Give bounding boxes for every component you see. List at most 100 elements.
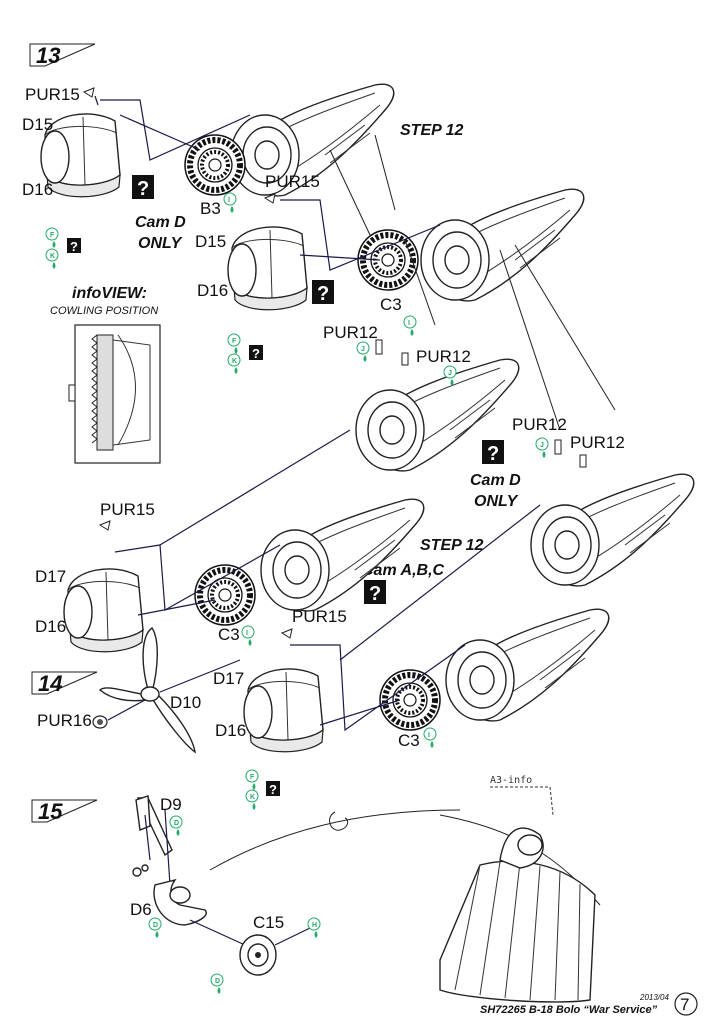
paint-code-j-2: J [443, 365, 457, 387]
pur12-b-part [401, 352, 409, 366]
paint-code-j-1: J [356, 341, 370, 363]
info-view-title: infoVIEW: [72, 285, 147, 302]
radial-c3-b [195, 565, 255, 625]
paint-code-h: H [307, 917, 321, 939]
question-box-4: ? [266, 781, 280, 797]
paint-code-k-3: K [245, 789, 259, 811]
pur16-part [92, 715, 108, 729]
svg-text:?: ? [137, 178, 149, 200]
label-pur15-c: PUR15 [100, 500, 155, 519]
svg-text:D: D [153, 922, 158, 929]
svg-text:J: J [540, 442, 544, 449]
label-d16-c: D16 [35, 617, 66, 636]
step-14-header: 14 [31, 671, 98, 696]
svg-text:?: ? [487, 443, 499, 465]
svg-text:?: ? [369, 583, 381, 605]
svg-text:H: H [312, 922, 317, 929]
label-d10: D10 [170, 693, 201, 712]
paint-code-d-3: D [210, 973, 224, 995]
step-12-lower-title: STEP 12 [420, 537, 484, 554]
svg-text:K: K [50, 253, 55, 260]
pur15-b-part [263, 193, 276, 204]
footer-date: 2013/04 [639, 993, 669, 1002]
pur15-c-part [98, 520, 111, 531]
label-d17-a: D17 [35, 567, 66, 586]
landing-gear-d9 [135, 795, 173, 857]
svg-text:J: J [448, 370, 452, 377]
cowl-d17-d16-a [63, 568, 144, 653]
svg-text:F: F [232, 338, 237, 345]
label-pur16: PUR16 [37, 711, 92, 730]
label-b3: B3 [200, 199, 221, 218]
step-13-number: 13 [36, 43, 60, 68]
label-d17-b: D17 [213, 669, 244, 688]
step-12-upper-title: STEP 12 [400, 122, 464, 139]
label-pur12-a: PUR12 [323, 323, 378, 342]
paint-code-i-1: I [223, 192, 237, 214]
question-box-camd-2: ? [482, 440, 504, 465]
pur12-d-part [579, 454, 587, 468]
svg-text:I: I [246, 630, 248, 637]
nacelle-lower [445, 608, 610, 722]
question-box-camd-1: ? [132, 175, 154, 200]
page-number: 7 [674, 992, 698, 1016]
label-d16-b: D16 [197, 281, 228, 300]
svg-text:?: ? [269, 782, 277, 797]
label-pur12-c: PUR12 [512, 415, 567, 434]
landing-gear-d6 [132, 864, 207, 926]
svg-text:I: I [228, 197, 230, 204]
paint-code-f-1: F [45, 227, 59, 249]
paint-code-k-2: K [227, 353, 241, 375]
svg-text:K: K [250, 794, 255, 801]
svg-text:?: ? [252, 346, 260, 361]
svg-text:F: F [250, 774, 255, 781]
svg-text:D: D [174, 820, 179, 827]
label-a3-info: A3-info [490, 775, 532, 786]
wing-underside [439, 827, 596, 1003]
paint-code-i-3: I [241, 625, 255, 647]
label-d16-a: D16 [22, 180, 53, 199]
svg-text:?: ? [70, 239, 78, 254]
label-d15-b: D15 [195, 232, 226, 251]
label-c15: C15 [253, 913, 284, 932]
nacelle-mid-left [260, 498, 425, 612]
paint-code-i-4: I [423, 727, 437, 749]
paint-code-d-1: D [169, 815, 183, 837]
label-pur15-a: PUR15 [25, 85, 80, 104]
paint-code-d-2: D [148, 917, 162, 939]
question-box-1: ? [67, 238, 81, 254]
info-view-drawing [68, 324, 161, 464]
svg-text:K: K [232, 358, 237, 365]
note-camd-2-line1: Cam D [470, 472, 521, 489]
question-box-3: ? [312, 280, 334, 305]
label-d9: D9 [160, 795, 182, 814]
paint-code-f-2: F [227, 333, 241, 355]
label-pur12-b: PUR12 [416, 347, 471, 366]
pur15-a-part [82, 87, 95, 98]
label-pur15-d: PUR15 [292, 607, 347, 626]
svg-text:J: J [361, 346, 365, 353]
step-15-number: 15 [38, 799, 63, 824]
svg-text:I: I [408, 320, 410, 327]
cowl-d15-d16-b [227, 226, 308, 311]
cowl-d17-d16-b [243, 668, 324, 753]
note-camd-1-line2: ONLY [138, 235, 183, 252]
paint-code-f-3: F [245, 769, 259, 791]
step-14-number: 14 [38, 671, 62, 696]
paint-code-j-3: J [535, 437, 549, 459]
radial-c3-a [358, 230, 418, 290]
paint-code-k-1: K [45, 248, 59, 270]
step-15-header: 15 [31, 799, 98, 824]
radial-c3-c [380, 670, 440, 730]
label-c3-a: C3 [380, 295, 402, 314]
step-13-header: 13 [29, 43, 96, 68]
label-c3-b: C3 [218, 625, 240, 644]
pur15-d-part [280, 628, 293, 639]
svg-text:I: I [428, 732, 430, 739]
paint-code-i-2: I [403, 315, 417, 337]
wheel-c15 [239, 934, 277, 976]
pur12-c-part [554, 439, 562, 455]
label-c3-c: C3 [398, 731, 420, 750]
svg-text:?: ? [317, 283, 329, 305]
